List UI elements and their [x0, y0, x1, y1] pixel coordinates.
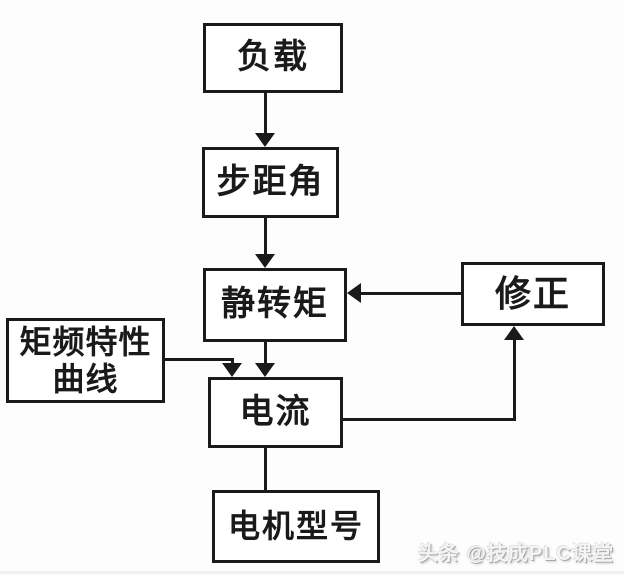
edge-correction-to-static-torque-line	[360, 292, 461, 295]
edge-correction-to-static-torque-arrowhead-icon	[347, 283, 361, 303]
edge-curve-to-current-arrowhead-icon	[222, 363, 242, 377]
edge-static-torque-to-current-arrowhead-icon	[255, 363, 275, 377]
edge-curve-to-current-hline	[165, 358, 233, 361]
edge-current-to-correction-arrowhead-icon	[504, 326, 524, 340]
node-torque-freq-curve-label-line2: 曲线	[52, 360, 119, 397]
edge-current-to-correction-hline	[343, 418, 516, 421]
node-torque-freq-curve-label-line1: 矩频特性	[19, 323, 152, 360]
edge-curve-to-current-vline	[231, 358, 234, 365]
node-current: 电流	[208, 377, 343, 448]
edge-step-angle-to-static-torque-arrowhead-icon	[255, 254, 275, 268]
node-current-label: 电流	[239, 392, 312, 431]
node-load: 负载	[203, 23, 343, 93]
edge-static-torque-to-current-line	[264, 342, 267, 364]
node-static-torque-label: 静转矩	[221, 285, 329, 324]
edge-load-to-step-angle-arrowhead-icon	[255, 133, 275, 147]
node-static-torque: 静转矩	[203, 268, 347, 342]
node-step-angle-label: 步距角	[216, 162, 325, 201]
node-torque-freq-curve: 矩频特性 曲线	[6, 318, 165, 403]
edge-current-to-motor-model-line	[264, 448, 267, 490]
edge-step-angle-to-static-torque-line	[264, 218, 267, 255]
node-load-label: 负载	[237, 38, 309, 77]
node-motor-model-label: 电机型号	[227, 508, 364, 545]
watermark-text: 头条 @技成PLC课堂	[417, 543, 614, 565]
node-step-angle: 步距角	[202, 147, 339, 218]
node-motor-model: 电机型号	[212, 490, 380, 563]
node-correction: 修正	[461, 262, 605, 326]
edge-load-to-step-angle-line	[264, 93, 267, 134]
node-correction-label: 修正	[494, 273, 571, 315]
edge-current-to-correction-vline	[513, 338, 516, 421]
